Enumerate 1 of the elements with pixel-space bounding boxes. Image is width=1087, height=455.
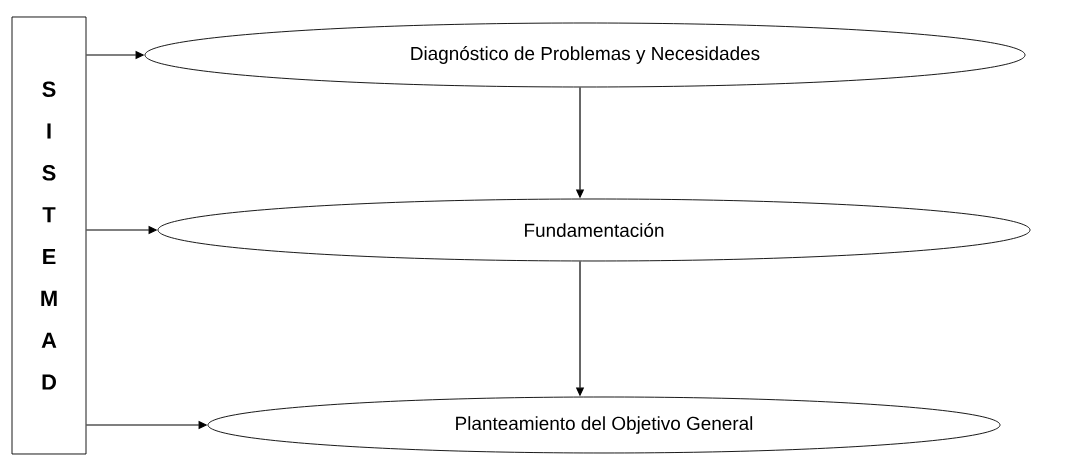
system-box: S I S T E M A D <box>11 16 87 455</box>
